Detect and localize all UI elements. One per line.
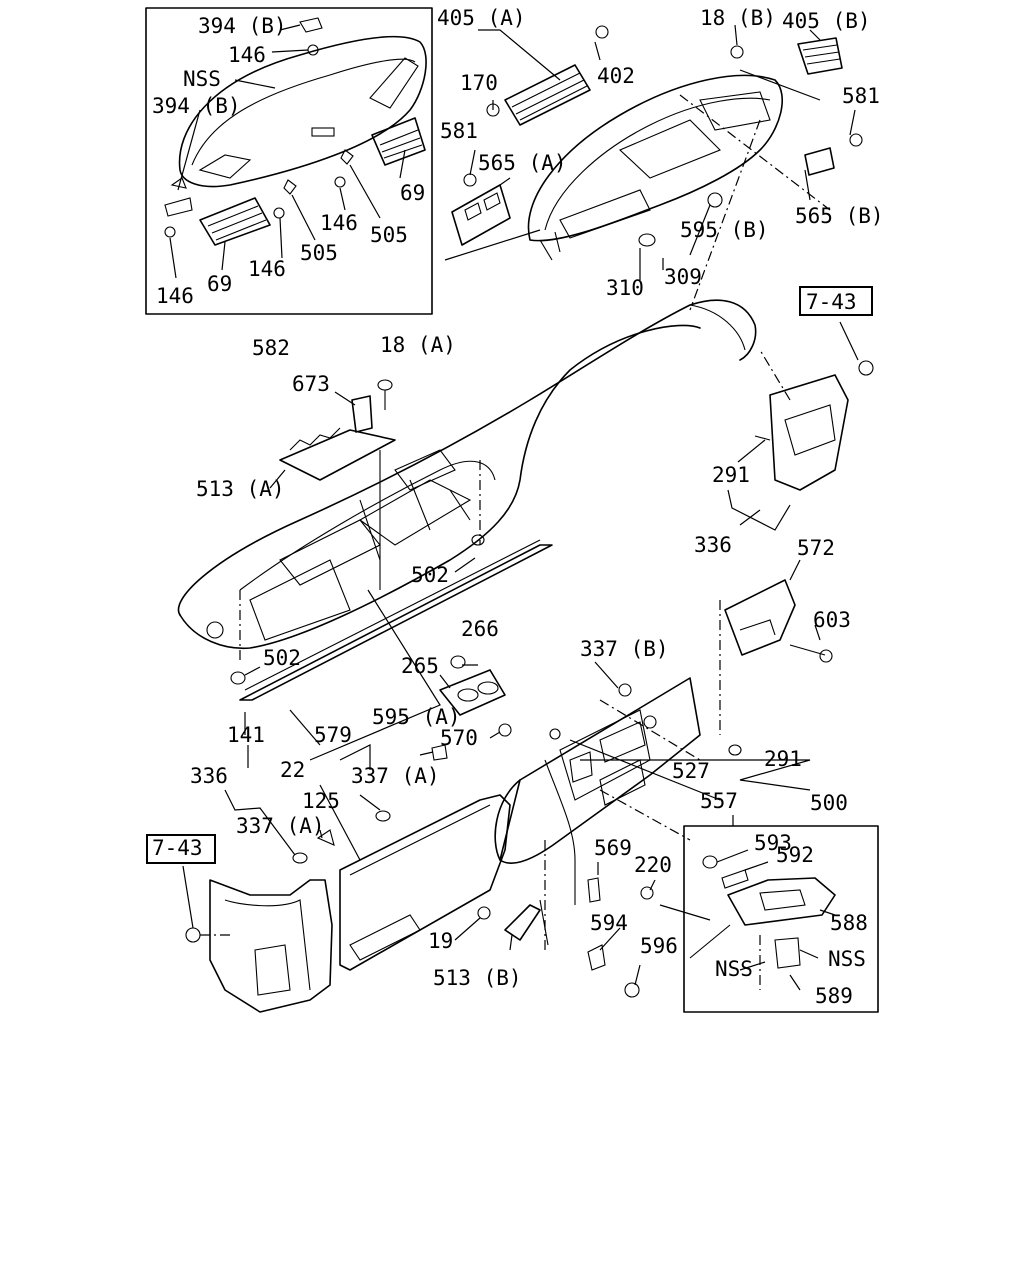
defroster-strip-141 xyxy=(230,534,553,768)
callout-405a: 405 (A) xyxy=(437,6,526,30)
callout-69-b: 69 xyxy=(207,272,232,296)
callout-7-43-a: 7-43 xyxy=(806,290,857,314)
callout-513a: 513 (A) xyxy=(196,477,285,501)
callout-579: 579 xyxy=(314,723,352,747)
callout-nss-a: NSS xyxy=(183,67,221,91)
callout-569: 569 xyxy=(594,836,632,860)
callout-557: 557 xyxy=(700,789,738,813)
inset-557-console-detail xyxy=(599,789,879,1013)
callout-146-a: 146 xyxy=(228,43,266,67)
callout-513b: 513 (B) xyxy=(433,966,522,990)
callout-594: 594 xyxy=(590,911,628,935)
callout-527: 527 xyxy=(672,759,710,783)
callout-405b: 405 (B) xyxy=(782,9,871,33)
callout-18b: 18 (B) xyxy=(700,6,776,30)
callout-505-b: 505 xyxy=(300,241,338,265)
callout-394b-top: 394 (B) xyxy=(198,14,287,38)
callout-589: 589 xyxy=(815,984,853,1008)
callout-402: 402 xyxy=(597,64,635,88)
callout-572: 572 xyxy=(797,536,835,560)
callout-310: 310 xyxy=(606,276,644,300)
bracket-513b xyxy=(454,862,711,998)
callout-7-43-b: 7-43 xyxy=(152,836,203,860)
callout-603: 603 xyxy=(813,608,851,632)
callout-596: 596 xyxy=(640,934,678,958)
callout-125: 125 xyxy=(302,789,340,813)
callout-337a-b: 337 (A) xyxy=(236,814,325,838)
side-cover-336-left xyxy=(146,789,333,1013)
callout-146-c: 146 xyxy=(248,257,286,281)
lower-panel-assembly xyxy=(419,600,811,950)
callout-69-a: 69 xyxy=(400,181,425,205)
callout-502-b: 502 xyxy=(263,646,301,670)
callout-309: 309 xyxy=(664,265,702,289)
callout-595b: 595 (B) xyxy=(680,218,769,242)
callout-336-b: 336 xyxy=(190,764,228,788)
callout-394b-mid: 394 (B) xyxy=(152,94,241,118)
callout-502-a: 502 xyxy=(411,563,449,587)
callout-500: 500 xyxy=(810,791,848,815)
callout-nss-b: NSS xyxy=(715,957,753,981)
inset-582-hood-detail xyxy=(145,7,433,315)
part-callout-labels: 394 (B) 146 NSS 394 (B) 69 146 505 146 5… xyxy=(152,6,884,1008)
callout-19: 19 xyxy=(428,929,453,953)
callout-146-b: 146 xyxy=(320,211,358,235)
callout-595a: 595 (A) xyxy=(372,705,461,729)
callout-570: 570 xyxy=(440,726,478,750)
callout-18a: 18 (A) xyxy=(380,333,456,357)
callout-141: 141 xyxy=(227,723,265,747)
callout-337a-a: 337 (A) xyxy=(351,764,440,788)
side-cover-336-right xyxy=(727,286,874,531)
callout-291-b: 291 xyxy=(764,747,802,771)
callout-673: 673 xyxy=(292,372,330,396)
callout-581-b: 581 xyxy=(842,84,880,108)
callout-336-a: 336 xyxy=(694,533,732,557)
bracket-513a xyxy=(269,379,396,489)
callout-593: 593 xyxy=(754,831,792,855)
callout-265: 265 xyxy=(401,654,439,678)
bracket-572 xyxy=(724,559,833,663)
meter-cluster-housing-309 xyxy=(444,24,863,311)
callout-505-a: 505 xyxy=(370,223,408,247)
glove-box-579 xyxy=(316,744,511,971)
dashboard-upper-panel xyxy=(177,299,757,660)
callout-170: 170 xyxy=(460,71,498,95)
callout-291-a: 291 xyxy=(712,463,750,487)
callout-565a: 565 (A) xyxy=(478,151,567,175)
callout-22: 22 xyxy=(280,758,305,782)
callout-266: 266 xyxy=(461,617,499,641)
callout-588: 588 xyxy=(830,911,868,935)
callout-146-d: 146 xyxy=(156,284,194,308)
callout-565b: 565 (B) xyxy=(795,204,884,228)
callout-337b: 337 (B) xyxy=(580,637,669,661)
callout-581-a: 581 xyxy=(440,119,478,143)
callout-220: 220 xyxy=(634,853,672,877)
callout-582: 582 xyxy=(252,336,290,360)
callout-nss-c: NSS xyxy=(828,947,866,971)
callout-592: 592 xyxy=(776,843,814,867)
